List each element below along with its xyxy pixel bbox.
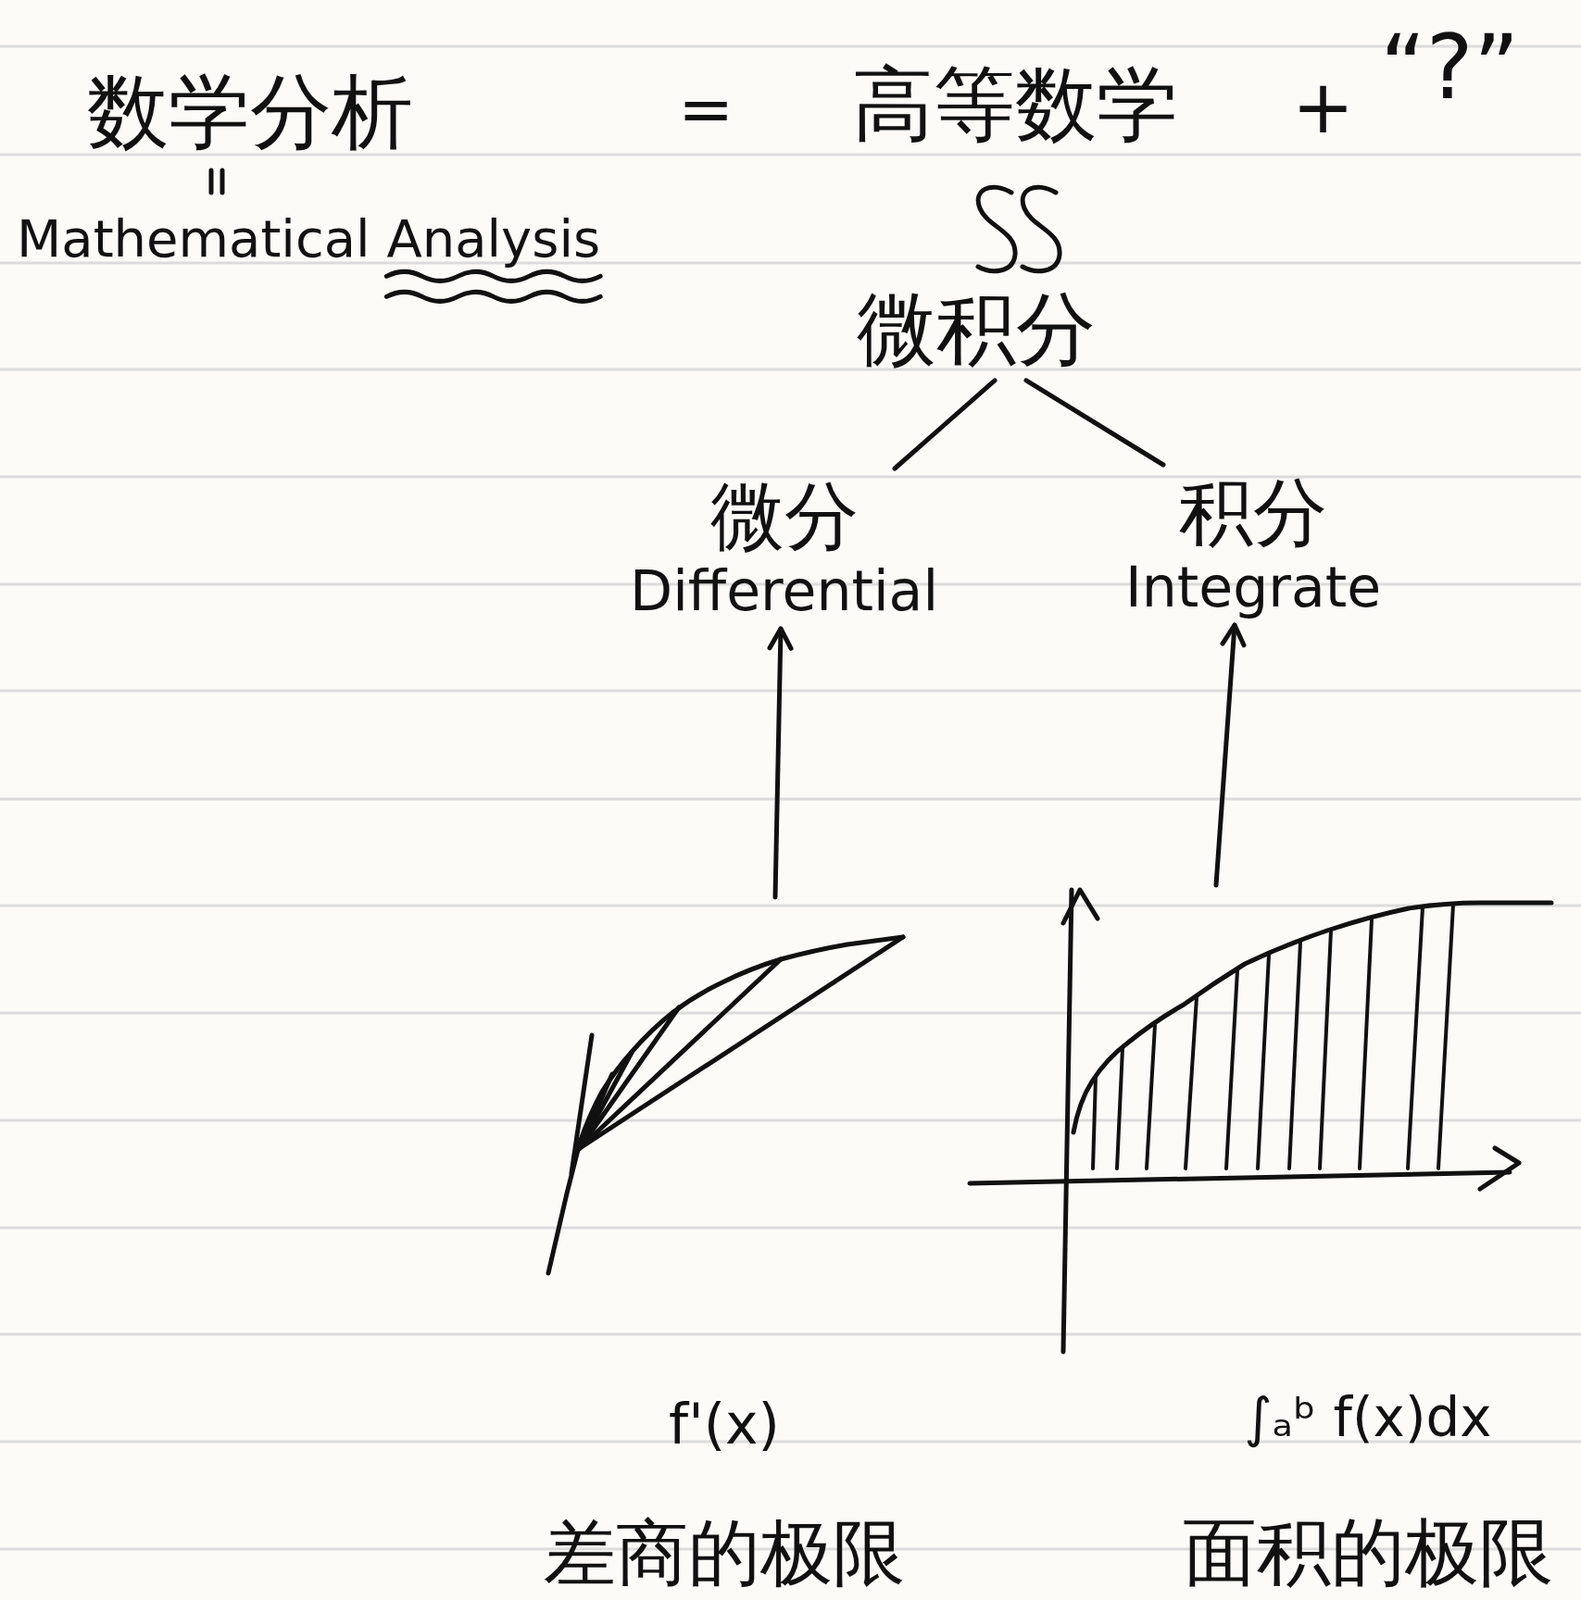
plus-sign: + <box>1292 64 1355 151</box>
equals-mark <box>209 170 214 193</box>
function-curve <box>548 937 904 1274</box>
arrow-connector <box>769 628 791 898</box>
illustration-node: f'(x) 差商的极限 <box>536 903 913 1596</box>
english-term: Mathematical Analysis <box>16 209 601 269</box>
hatch-line <box>1092 1076 1096 1169</box>
node-title: 微积分 <box>856 283 1096 376</box>
connector-line <box>1216 625 1235 886</box>
wave-equivalence-mark <box>1022 187 1060 272</box>
hatch-line <box>1146 1025 1155 1169</box>
node-subtitle: 差商的极限 <box>543 1512 905 1596</box>
secant-line <box>579 959 781 1149</box>
hatch-line <box>1226 970 1238 1169</box>
y-axis <box>1063 890 1072 1353</box>
connector-line <box>775 628 781 898</box>
node-subtitle: Differential <box>629 559 939 624</box>
branch-line <box>1026 380 1164 465</box>
wave-equivalence-mark <box>978 187 1016 272</box>
tangent-line <box>571 1035 592 1174</box>
axis-arrowhead <box>1480 1148 1519 1190</box>
question-mark: “?” <box>1380 16 1519 119</box>
illustration-node: ∫ₐᵇ f(x)dx 面积的极限 <box>1168 890 1568 1596</box>
secant-line <box>579 1051 633 1149</box>
secant-line <box>579 1074 613 1149</box>
hatch-line <box>1185 997 1197 1169</box>
branch-line <box>894 380 995 469</box>
secant-line <box>579 937 904 1149</box>
arrowhead <box>769 628 791 649</box>
node-subtitle: 面积的极限 <box>1182 1510 1554 1596</box>
arrow-connector <box>1216 625 1244 886</box>
hatch-line <box>1289 942 1301 1169</box>
branch-node: 积分Integrate <box>1125 470 1381 620</box>
node-subtitle: Integrate <box>1125 555 1381 620</box>
hatch-line <box>1359 919 1372 1169</box>
heading-term: 高等数学 <box>852 57 1179 151</box>
wavy-underline <box>386 271 601 281</box>
x-axis <box>969 1172 1510 1184</box>
axis-arrowhead <box>1063 890 1098 924</box>
hatch-line <box>1257 954 1269 1169</box>
branch-node: 微分Differential <box>629 474 939 624</box>
connector-line <box>894 380 995 469</box>
node-title: ∫ₐᵇ f(x)dx <box>1243 1387 1492 1450</box>
heading-term: 数学分析 <box>87 64 414 159</box>
hatch-line <box>1407 907 1423 1169</box>
topic-node: 微积分 <box>856 283 1096 376</box>
connector-line <box>1026 380 1164 465</box>
node-title: 微分 <box>629 474 939 560</box>
secant-line <box>579 1007 679 1149</box>
equals-sign: = <box>677 70 734 148</box>
function-curve <box>1073 903 1552 1133</box>
hatch-line <box>1319 930 1331 1169</box>
arrowhead <box>1222 625 1244 646</box>
wavy-underline <box>386 291 601 302</box>
hatch-line <box>1438 904 1454 1169</box>
node-title: f'(x) <box>668 1392 780 1457</box>
hatch-line <box>1116 1048 1123 1169</box>
node-title: 积分 <box>1125 470 1381 556</box>
equals-mark <box>220 170 226 193</box>
